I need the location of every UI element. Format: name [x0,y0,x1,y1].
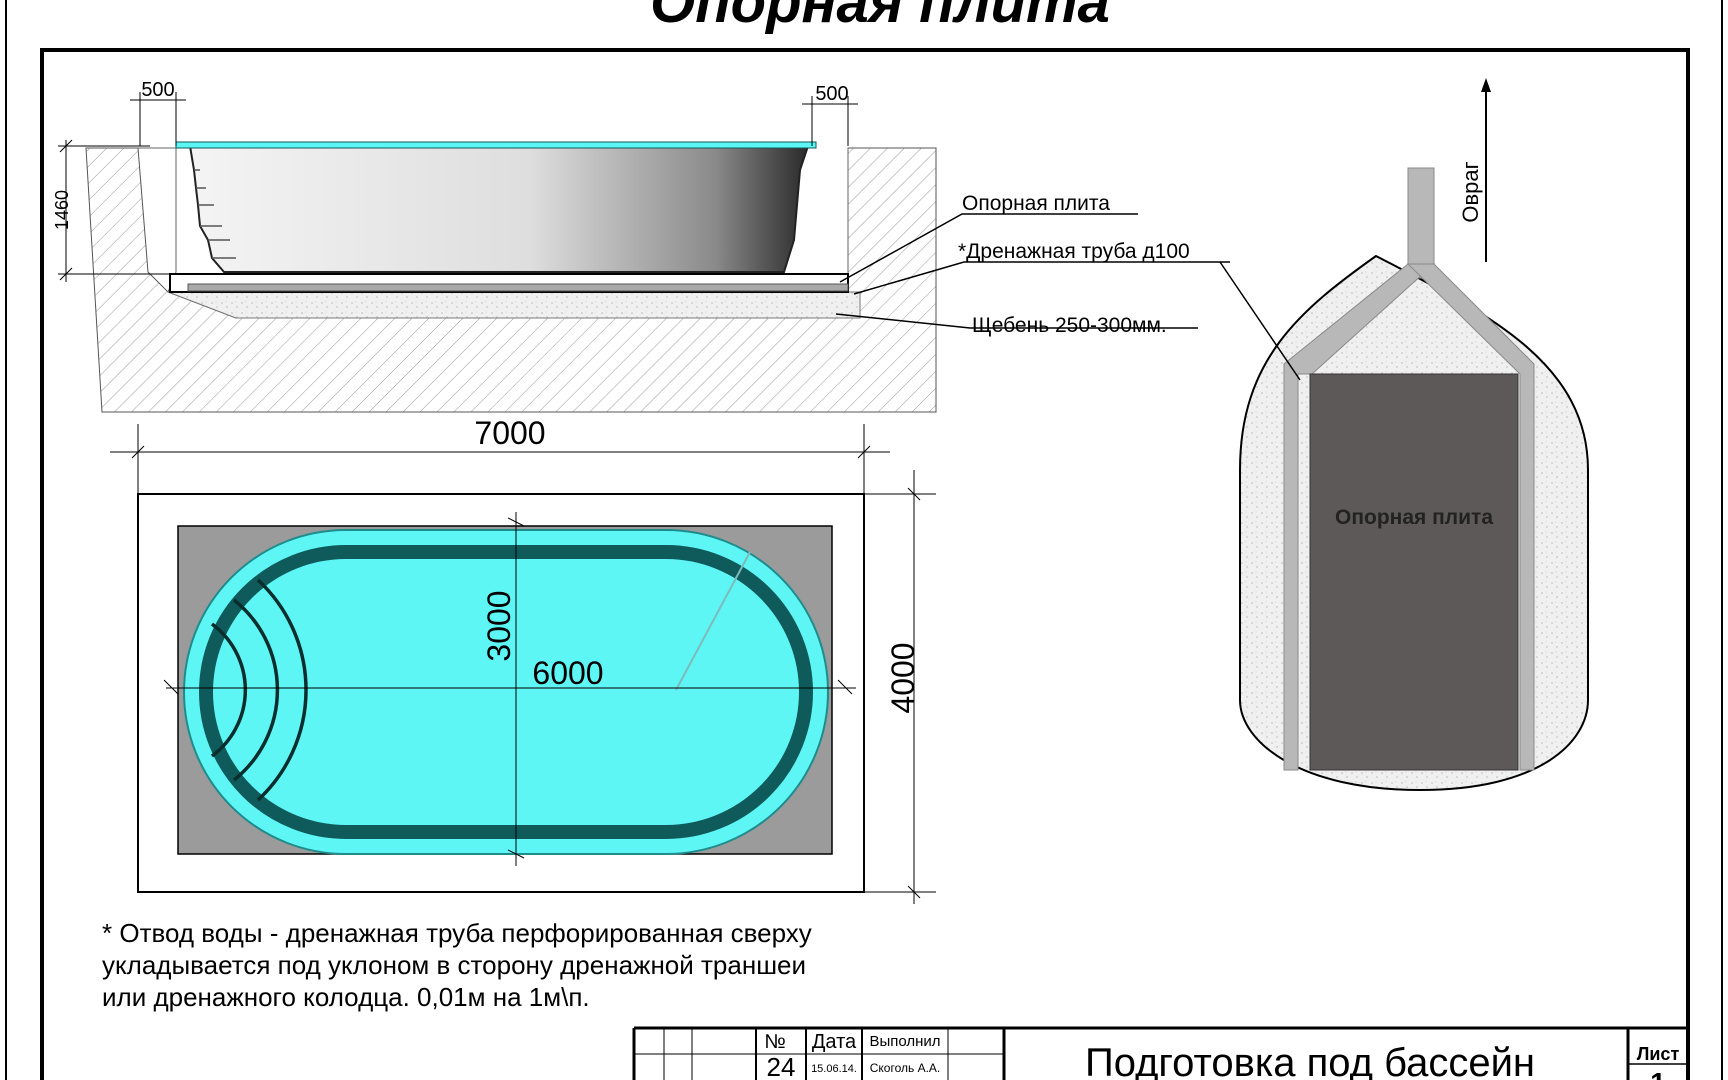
drawing-frame [40,48,1690,1080]
callout-support-slab: Опорная плита [962,192,1110,215]
title-block: № Дата Выполнил 24 15.06.14. Скоголь А.А… [632,1026,1688,1080]
dimension-left-margin-value: 500 [141,79,174,101]
pool-water-rim-section [175,141,817,149]
callout-leaders-section [835,213,1230,329]
support-slab-site [1309,373,1519,771]
gravel-bed [167,291,861,319]
dimension-pool-length-value: 6000 [532,655,603,691]
ravine-label: Овраг [1458,161,1483,222]
ravine-direction-arrow [1481,78,1491,262]
sheet-title: Опорная плита [650,0,1110,35]
title-block-sheet-number: 1 [1650,1067,1666,1080]
dimension-pit-length-value: 7000 [474,415,545,451]
dimension-right-margin-value: 500 [815,83,848,105]
support-slab-site-label: Опорная плита [1335,506,1493,529]
drain-pipes-site [1283,167,1535,771]
dimension-left-margin [130,92,186,146]
pool-plan-inner-edge [199,545,813,839]
pool-steps-section [194,169,236,259]
section-view: 500 500 1460 Опорная плита *Дренажная тр… [52,79,1230,413]
drain-pipe-section [187,283,849,292]
drainage-note: * Отвод воды - дренажная труба перфориро… [102,918,812,1012]
note-line-2: укладывается под уклоном в сторону дрена… [102,950,806,980]
pool-shell-section [188,145,810,273]
title-block-col-performed: Выполнил [869,1033,940,1050]
dimension-depth-value: 1460 [52,190,72,230]
dimension-pit-width-value: 4000 [885,642,921,713]
pool-plan-seam [675,551,751,691]
plan-center-lines [163,512,856,866]
callout-gravel: Щебень 250-300мм. [972,314,1167,337]
title-block-date: 15.06.14. [811,1063,857,1075]
title-block-number: 24 [767,1052,796,1080]
title-block-sheet-label: Лист [1637,1044,1680,1064]
dimension-depth [58,139,170,282]
dimension-pit-length [110,424,890,496]
callout-drain-pipe: *Дренажная труба д100 [958,240,1190,263]
dimension-right-margin [802,96,858,146]
note-line-1: * Отвод воды - дренажная труба перфориро… [102,918,812,948]
title-block-title: Подготовка под бассейн [1085,1041,1535,1080]
pool-steps-plan [210,578,308,802]
site-view: Опорная плита Овраг [1219,78,1589,792]
title-block-col-number: № [764,1031,785,1053]
plan-view: 7000 3000 6000 [110,415,936,904]
dimension-pit-width [864,470,936,904]
title-block-author: Скоголь А.А. [870,1061,941,1075]
note-line-3: или дренажного колодца. 0,01м на 1м\п. [102,982,590,1012]
callout-leader-site [1219,261,1301,381]
dimension-pool-width-value: 3000 [481,590,517,661]
pool-plan-outer [183,529,829,855]
title-block-col-date: Дата [812,1031,857,1053]
